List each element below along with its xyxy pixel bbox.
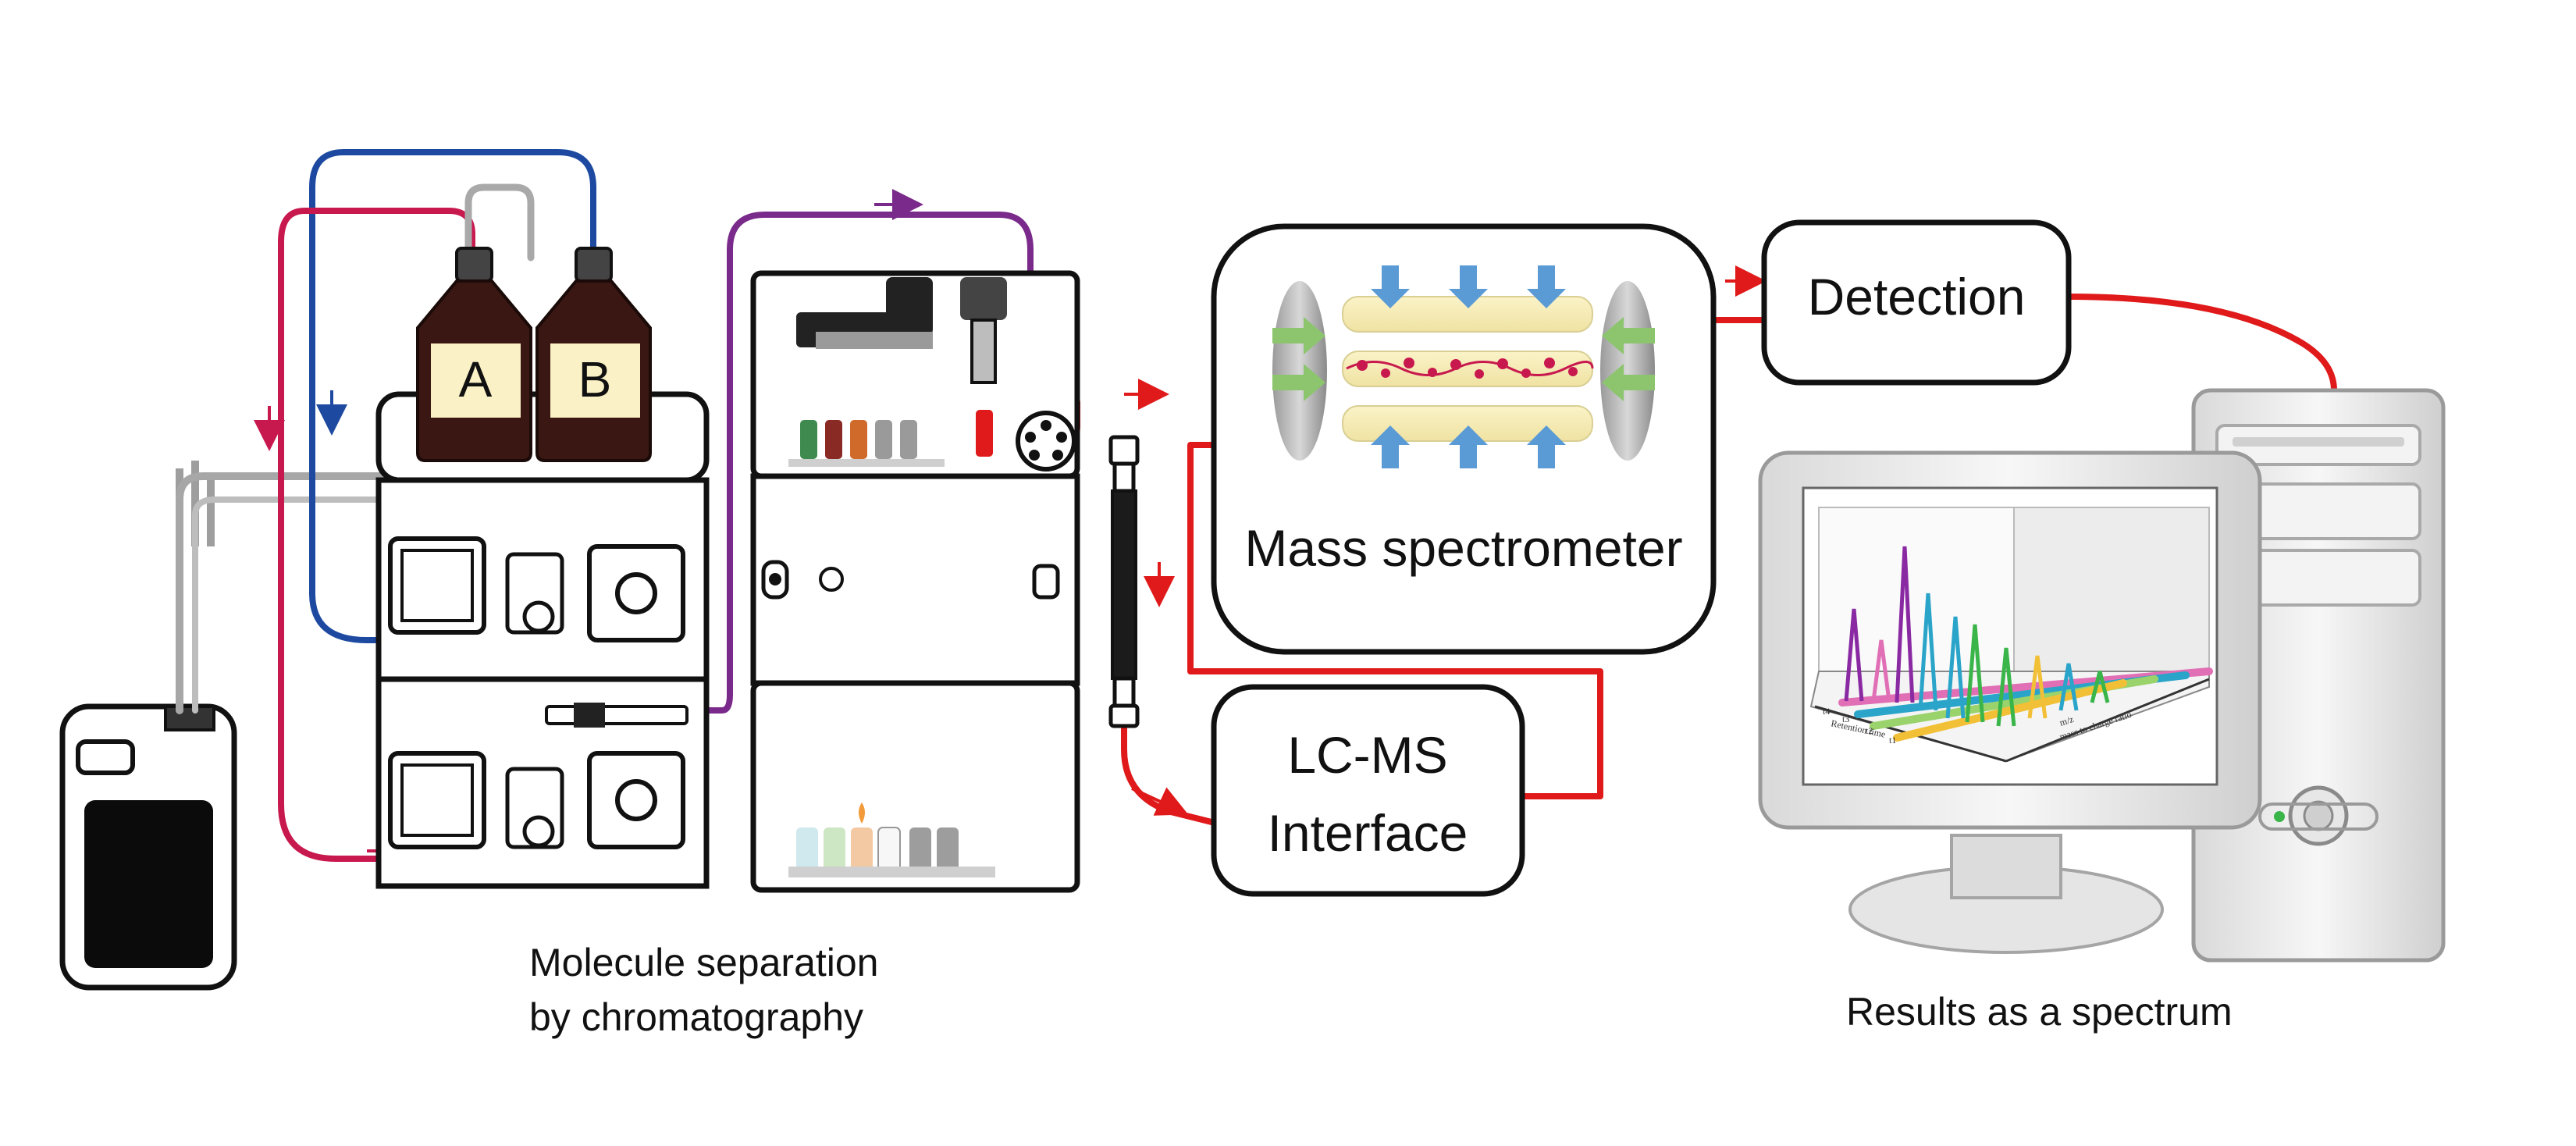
spectrum-plot: Retention time m/z mass to charge ratio … (1809, 507, 2213, 763)
tick-t4: t4 (1823, 706, 1830, 717)
separation-caption-line1: Molecule separation (529, 941, 879, 984)
detection-box: Detection (1761, 219, 2072, 386)
hplc-column (1108, 435, 1140, 728)
pump-unit (375, 391, 710, 889)
bottle-b-label: B (578, 351, 612, 408)
tick-t1: t1 (1889, 735, 1896, 746)
autosampler-unit (750, 270, 1080, 893)
detection-label: Detection (1808, 268, 2026, 326)
mass-spectrometer: Mass spectrometer (1211, 223, 1717, 655)
tick-t2: t2 (1866, 725, 1873, 736)
solvent-container (59, 461, 237, 991)
tick-t3: t3 (1842, 714, 1849, 724)
interface-label-line2: Interface (1268, 804, 1468, 862)
computer-monitor: Retention time m/z mass to charge ratio … (1758, 450, 2262, 954)
mass-spectrometer-label: Mass spectrometer (1244, 519, 1682, 577)
solvent-bottle-b: B (535, 247, 652, 462)
mz-axis-label: m/z (2058, 714, 2075, 728)
solvent-bottle-a: A (416, 247, 532, 462)
separation-caption-line2: by chromatography (529, 995, 863, 1039)
bottle-a-label: A (459, 351, 493, 408)
pump-head-1 (388, 536, 685, 642)
pump-head-2 (388, 751, 685, 849)
interface-label-line1: LC-MS (1287, 726, 1447, 784)
results-caption: Results as a spectrum (1846, 990, 2233, 1034)
lcms-interface-box: LC-MS Interface (1211, 684, 1525, 897)
